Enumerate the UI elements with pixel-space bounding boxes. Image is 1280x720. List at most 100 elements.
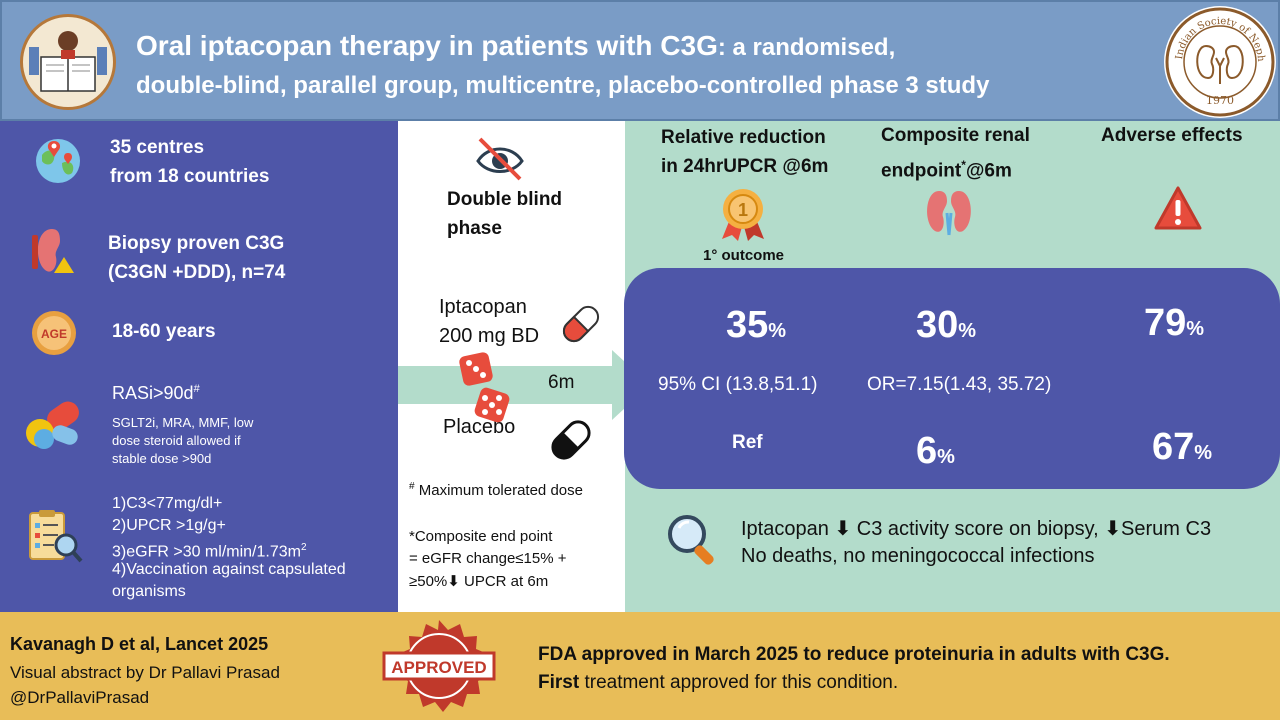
dice-icon <box>459 352 493 386</box>
findings-serum: Serum C3 <box>1121 518 1212 540</box>
renal-heading-2b: @6m <box>965 160 1012 182</box>
percent-sign: % <box>1186 318 1205 340</box>
stamp-text: APPROVED <box>391 658 486 677</box>
renal-heading-2: endpoint*@6m <box>881 150 1012 186</box>
results-box: 35% 30% 79% 95% CI (13.8,51.1) OR=7.15(1… <box>624 268 1280 489</box>
percent-sign: % <box>937 446 955 468</box>
criteria-vaccination: 4)Vaccination against capsulated <box>112 561 346 578</box>
kidney-biopsy-icon <box>32 229 74 273</box>
warning-icon <box>1154 186 1202 230</box>
down-arrow-icon: ⬇ <box>828 518 852 540</box>
centres-line-2: from 18 countries <box>110 166 270 187</box>
findings-line-1: Iptacopan ⬇ C3 activity score on biopsy,… <box>741 516 1211 541</box>
criteria-egfr-text: 3)eGFR >30 ml/min/1.73m <box>112 543 301 561</box>
renal-placebo-number: 6 <box>916 430 938 472</box>
adverse-placebo-number: 67 <box>1152 426 1195 468</box>
footnote-sym: # <box>409 481 415 492</box>
composite-def-1: *Composite end point <box>409 528 553 545</box>
criteria-egfr: 3)eGFR >30 ml/min/1.73m2 <box>112 537 307 562</box>
renal-heading-1: Composite renal <box>881 125 1030 146</box>
percent-sign: % <box>1194 442 1213 464</box>
upcr-value-number: 35 <box>726 304 769 346</box>
renal-heading-2a: endpoint <box>881 160 962 182</box>
society-logo-year: 1970 <box>1206 94 1234 107</box>
citation: Kavanagh D et al, Lancet 2025 <box>10 634 269 654</box>
centres-line-1: 35 centres <box>110 137 205 158</box>
title-rest: : a randomised, <box>717 34 896 61</box>
phase-line-2: phase <box>447 218 502 239</box>
header-banner: Oral iptacopan therapy in patients with … <box>0 0 1280 121</box>
adverse-value-number: 79 <box>1144 302 1187 344</box>
criteria-vaccination-cont: organisms <box>112 583 186 600</box>
primary-outcome-label: 1° outcome <box>703 247 785 264</box>
criteria-upcr: 2)UPCR >1g/g+ <box>112 517 226 534</box>
footnote-text: Maximum tolerated dose <box>414 482 583 499</box>
globe-pin-icon <box>36 139 80 183</box>
upcr-reference: Ref <box>732 432 763 453</box>
upcr-reduction-value: 35% <box>726 304 786 347</box>
pills-icon <box>26 401 79 449</box>
down-arrow-icon: ⬇ <box>1104 518 1122 540</box>
visual-abstract-credit: Visual abstract by Dr Pallavi Prasad <box>10 663 280 682</box>
rasi-note-1: SGLT2i, MRA, MMF, low <box>112 415 254 430</box>
composite-def-3b: UPCR at 6m <box>459 573 549 590</box>
medal-number: 1 <box>738 200 748 220</box>
renal-placebo-value: 6% <box>916 430 955 473</box>
rasi-text: RASi>90d <box>112 383 194 403</box>
percent-sign: % <box>768 320 787 342</box>
capsule-red-icon <box>562 305 600 343</box>
drug-line-2: 200 mg BD <box>439 325 540 347</box>
reading-doctor-logo <box>20 14 116 110</box>
first-treatment-rest: treatment approved for this condition. <box>579 672 899 693</box>
criteria-c3: 1)C3<77mg/dl+ <box>112 495 223 512</box>
upcr-heading-2: in 24hrUPCR @6m <box>661 156 829 177</box>
magnifier-icon <box>668 515 714 565</box>
inclusion-panel: 35 centres from 18 countries Biopsy prov… <box>0 121 398 612</box>
down-arrow-icon: ⬇ <box>447 573 460 590</box>
society-logo: Indian Society of Nephrology 1970 <box>1160 0 1276 118</box>
rasi-note-2: dose steroid allowed if <box>112 433 241 448</box>
composite-def-3a: ≥50% <box>409 573 448 590</box>
checklist-magnifier-icon <box>29 510 83 563</box>
footer: Kavanagh D et al, Lancet 2025 Visual abs… <box>0 612 1280 720</box>
first-word: First <box>538 672 580 693</box>
page-title-line-1: Oral iptacopan therapy in patients with … <box>136 30 895 62</box>
findings-biopsy: C3 activity score on biopsy, <box>851 518 1105 540</box>
rasi-note-3: stable dose >90d <box>112 451 212 466</box>
biopsy-line-2: (C3GN +DDD), n=74 <box>108 262 286 283</box>
age-range: 18-60 years <box>112 321 216 342</box>
approved-stamp: APPROVED <box>382 620 496 712</box>
fda-approval-line: FDA approved in March 2025 to reduce pro… <box>538 644 1170 665</box>
renal-odds-ratio: OR=7.15(1.43, 35.72) <box>867 374 1052 395</box>
composite-def-3: ≥50%⬇ UPCR at 6m <box>409 572 548 590</box>
blind-eye-icon <box>476 137 524 181</box>
age-icon-text: AGE <box>41 327 67 341</box>
medal-icon: 1 <box>722 189 764 241</box>
biopsy-line-1: Biopsy proven C3G <box>108 233 285 254</box>
percent-sign: % <box>958 320 977 342</box>
timeline-arrow <box>398 350 650 420</box>
capsule-black-icon <box>551 420 591 460</box>
author-handle: @DrPallaviPrasad <box>10 688 150 707</box>
composite-def-2: = eGFR change≤15% + <box>409 550 567 567</box>
renal-value-number: 30 <box>916 304 959 346</box>
upcr-ci: 95% CI (13.8,51.1) <box>658 374 818 395</box>
adverse-heading: Adverse effects <box>1101 125 1243 146</box>
first-treatment-line: First treatment approved for this condit… <box>538 672 898 694</box>
duration-label: 6m <box>548 372 575 393</box>
age-badge-icon: AGE <box>32 311 76 355</box>
drug-line-1: Iptacopan <box>439 296 527 318</box>
dice-icon <box>474 387 510 423</box>
adverse-placebo-value: 67% <box>1152 426 1212 469</box>
findings-line-2: No deaths, no meningococcal infections <box>741 545 1095 567</box>
findings-drug: Iptacopan <box>741 518 829 540</box>
rasi-sup: # <box>193 383 200 395</box>
renal-endpoint-value: 30% <box>916 304 976 347</box>
kidneys-icon <box>927 191 971 236</box>
title-main: Oral iptacopan therapy in patients with … <box>136 30 718 61</box>
phase-line-1: Double blind <box>447 189 563 210</box>
page-title-line-2: double-blind, parallel group, multicentr… <box>136 72 990 99</box>
footnote-max-dose: # Maximum tolerated dose <box>409 481 583 499</box>
criteria-egfr-sup: 2 <box>300 542 307 553</box>
adverse-effects-value: 79% <box>1144 302 1204 345</box>
